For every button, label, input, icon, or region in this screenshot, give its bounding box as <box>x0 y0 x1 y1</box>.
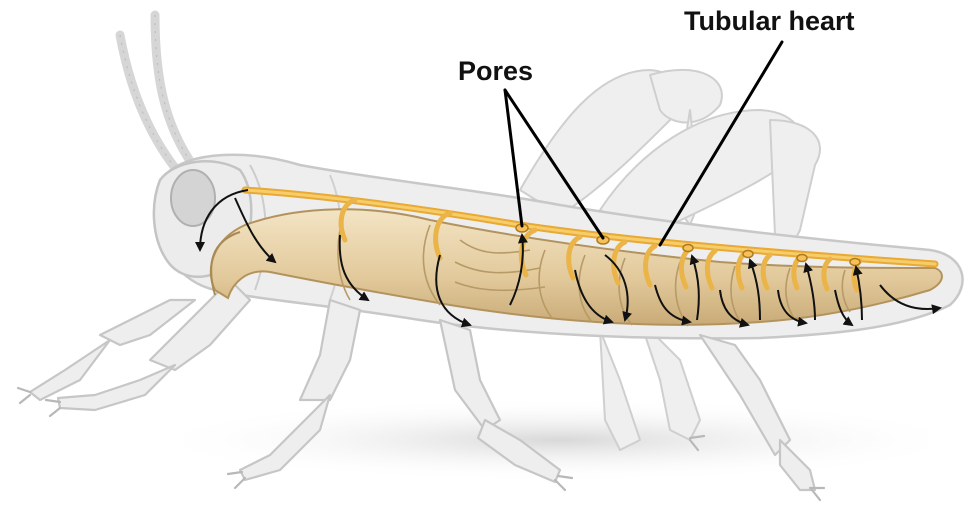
pores-label: Pores <box>458 58 533 85</box>
antennae <box>120 15 200 180</box>
tubular-heart-label: Tubular heart <box>684 8 855 35</box>
compound-eye <box>171 170 215 226</box>
